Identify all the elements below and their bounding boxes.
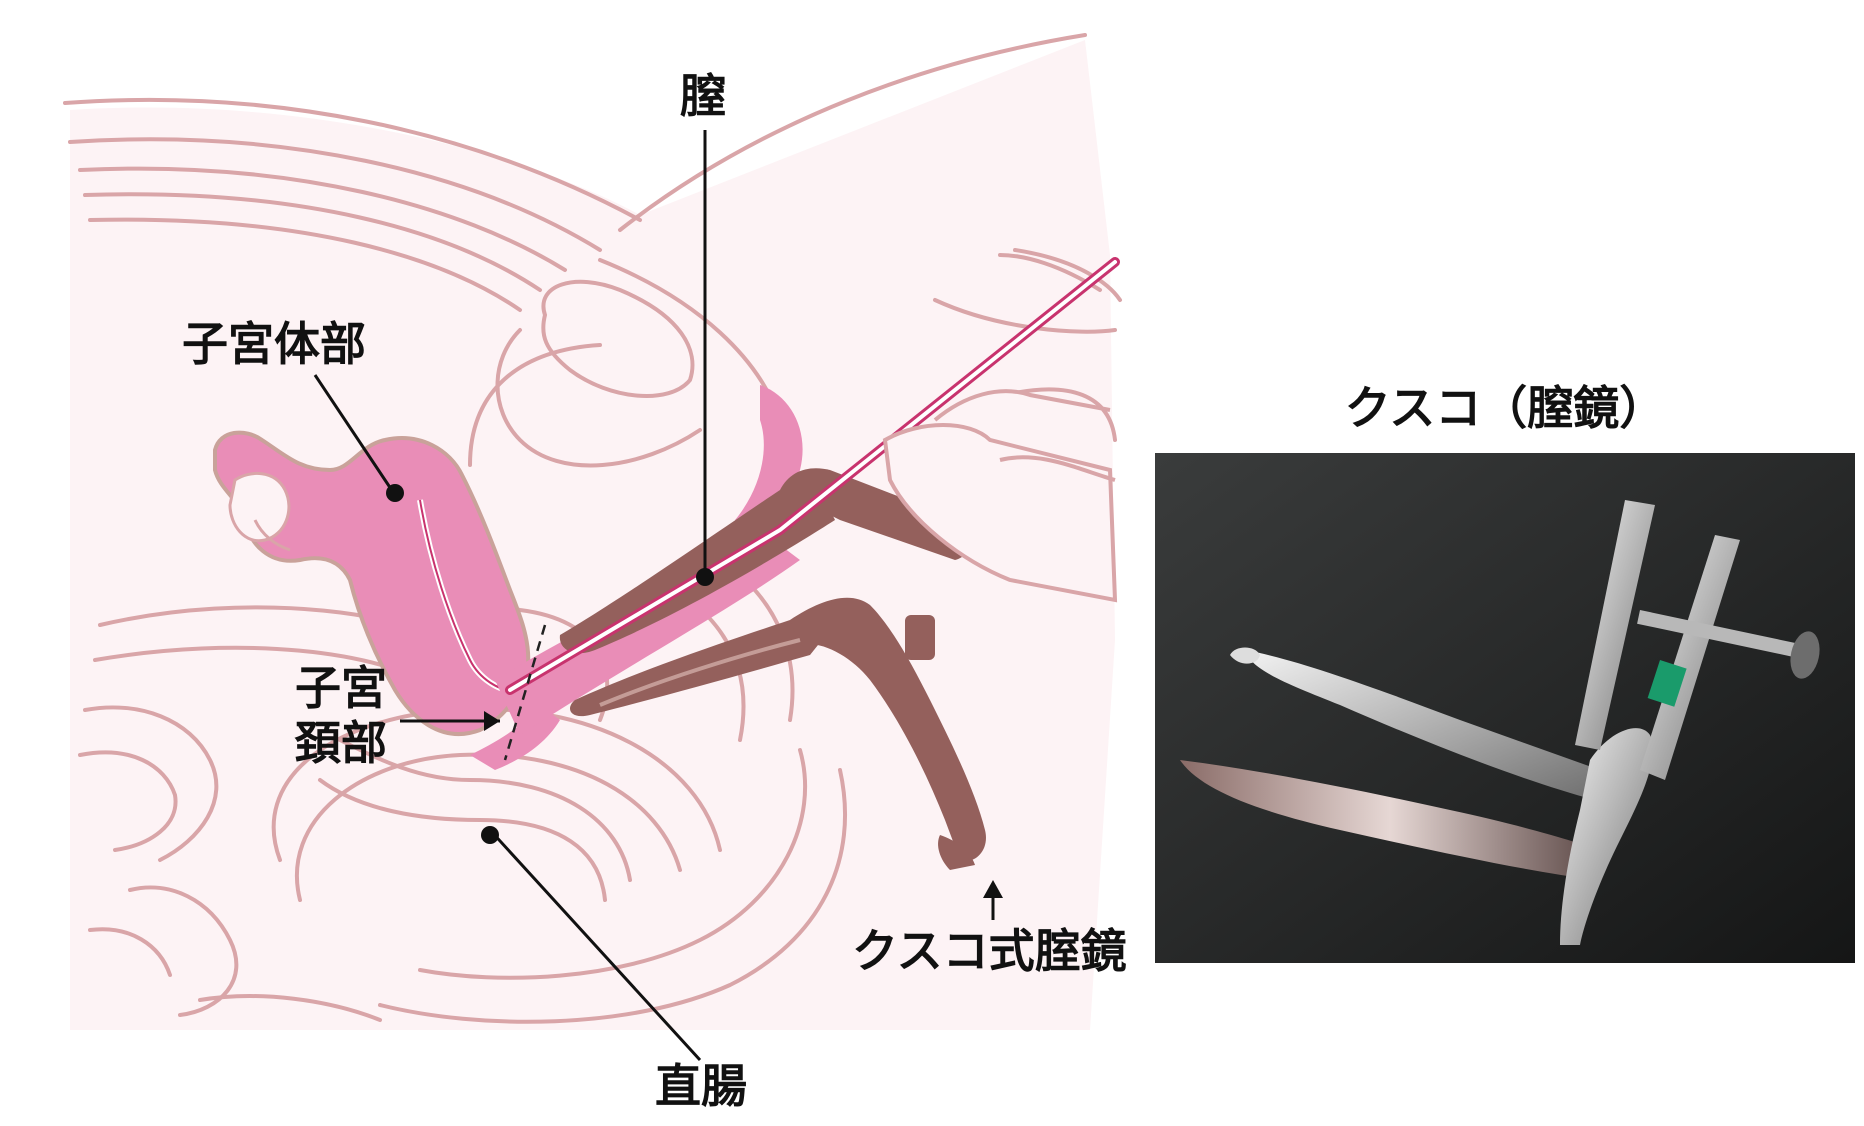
pointer-dot-icon — [481, 826, 499, 844]
body-region — [70, 40, 1115, 1030]
label-speculum: クスコ式腟鏡 — [852, 924, 1127, 978]
hand-outline — [882, 389, 1118, 603]
cervix-dashed-line — [503, 624, 547, 761]
leader-lines — [313, 130, 995, 1062]
label-uterine-body: 子宮体部 — [182, 317, 366, 371]
vaginal-upper-pink — [735, 385, 803, 545]
label-cervix-line1: 子宮 — [295, 661, 387, 715]
label-vagina: 膣 — [680, 69, 726, 123]
instrument-rod — [505, 257, 1120, 695]
speculum-photo — [1155, 453, 1855, 963]
label-cervix-line2: 頚部 — [295, 716, 387, 770]
arrow-right-icon — [484, 711, 500, 731]
pointer-dot-icon — [696, 568, 714, 586]
pointer-dot-icon — [386, 484, 404, 502]
photo-title: クスコ（膣鏡） — [1344, 381, 1666, 435]
label-rectum: 直腸 — [655, 1059, 747, 1113]
arrow-up-icon — [983, 880, 1003, 898]
